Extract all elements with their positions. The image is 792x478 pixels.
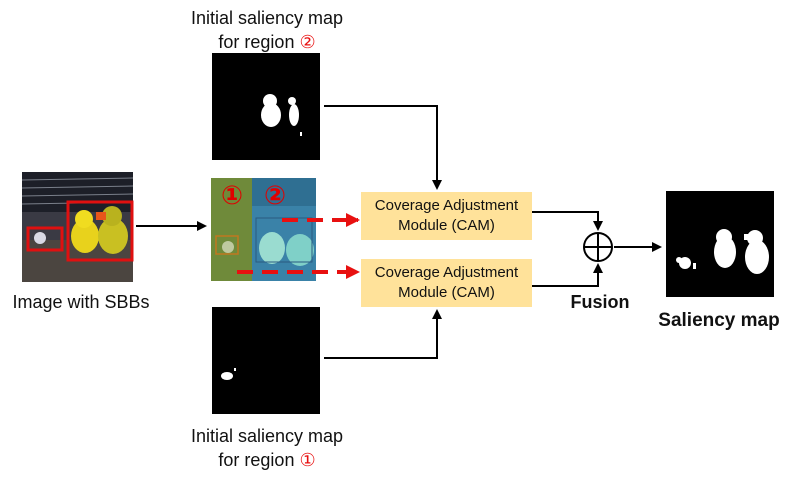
bottom-map-caption: Initial saliency map for region ① <box>172 424 362 472</box>
cam-bottom-line2: Module (CAM) <box>398 284 495 301</box>
fusion-label: Fusion <box>570 292 630 312</box>
final-saliency-map <box>666 191 774 297</box>
initial-saliency-map-region-2 <box>212 53 320 160</box>
cam-top-box: Coverage Adjustment Module (CAM) <box>361 192 532 240</box>
initial-saliency-map-region-1 <box>212 307 320 414</box>
top-map-caption: Initial saliency map for region ② <box>172 6 362 54</box>
output-caption: Saliency map <box>658 310 780 331</box>
cam-top-to-fusion-arrow <box>532 211 603 231</box>
region-1-mark: ① <box>299 450 316 470</box>
bottom-map-to-cam-arrow <box>324 309 442 359</box>
split-region-2-mark: ② <box>264 180 287 210</box>
fusion-operator-icon <box>583 232 613 262</box>
cam-top-line1: Coverage Adjustment <box>374 197 519 214</box>
top-map-caption-line1: Initial saliency map <box>190 8 344 28</box>
cam-bottom-box: Coverage Adjustment Module (CAM) <box>361 259 532 307</box>
cam-top-line2: Module (CAM) <box>398 217 495 234</box>
region-2-mark: ② <box>299 32 316 52</box>
bottom-map-caption-line2: for region <box>218 450 300 470</box>
top-map-caption-line2: for region <box>218 32 300 52</box>
cam-bottom-line1: Coverage Adjustment <box>374 264 519 281</box>
bottom-map-caption-line1: Initial saliency map <box>190 426 344 446</box>
split-region-1-mark: ① <box>221 180 244 210</box>
cam-bottom-to-fusion-arrow <box>532 263 603 287</box>
split-region-image <box>211 178 316 281</box>
input-caption: Image with SBBs <box>12 292 150 312</box>
input-image <box>21 172 134 282</box>
top-map-to-cam-arrow <box>324 105 442 190</box>
